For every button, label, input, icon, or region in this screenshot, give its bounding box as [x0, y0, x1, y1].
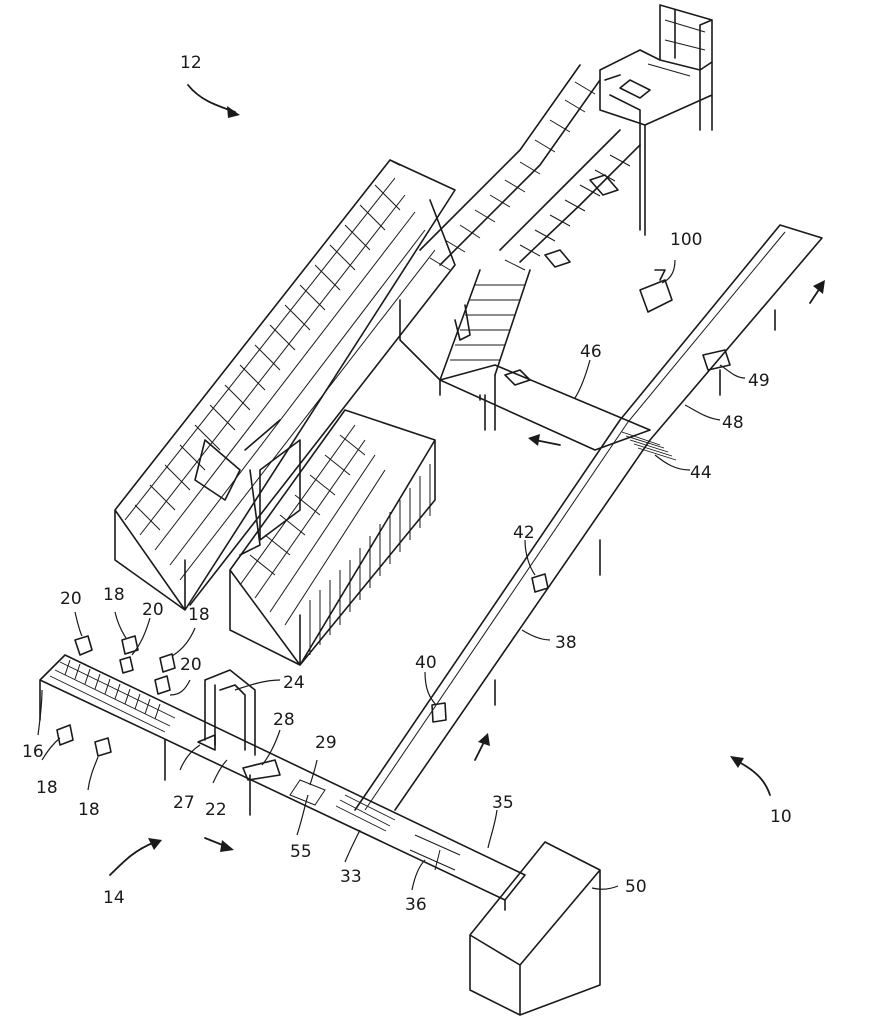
label-40: 40	[415, 653, 437, 673]
main-conveyor-38-48	[354, 224, 823, 811]
overhead-tower-frame	[599, 4, 713, 236]
label-18-d: 18	[78, 800, 100, 820]
label-49: 49	[748, 371, 770, 391]
label-18-a: 18	[103, 585, 125, 605]
label-27: 27	[173, 793, 195, 813]
collection-bin-50	[469, 841, 601, 1016]
label-48: 48	[722, 413, 744, 433]
scanner-arch-24	[204, 669, 256, 756]
storage-rack-lower	[229, 409, 436, 666]
label-42: 42	[513, 523, 535, 543]
label-50: 50	[625, 877, 647, 897]
transfer-zone-44	[621, 431, 677, 461]
label-28: 28	[273, 710, 295, 730]
packages	[56, 269, 731, 781]
label-100: 100	[670, 230, 702, 250]
label-44: 44	[690, 463, 712, 483]
label-22: 22	[205, 800, 227, 820]
flow-arrows	[109, 84, 825, 876]
storage-rack-upper	[114, 159, 456, 611]
label-36: 36	[405, 895, 427, 915]
label-18-b: 18	[188, 605, 210, 625]
label-38: 38	[555, 633, 577, 653]
reference-numerals: 12 100 46 49 48 44 42 38 40 10 35 50 36 …	[22, 53, 792, 915]
leader-lines	[37, 259, 746, 891]
label-14: 14	[103, 888, 125, 908]
infeed-conveyor-22-35	[39, 654, 526, 911]
label-20-c: 20	[180, 655, 202, 675]
label-18-c: 18	[36, 778, 58, 798]
label-20-b: 20	[142, 600, 164, 620]
label-24: 24	[283, 673, 305, 693]
conveyor-46	[439, 364, 651, 451]
label-12: 12	[180, 53, 202, 73]
label-10: 10	[770, 807, 792, 827]
label-29: 29	[315, 733, 337, 753]
upper-ladder-conveyor	[419, 64, 641, 271]
lower-ladder-conveyor	[399, 269, 531, 381]
label-20-a: 20	[60, 589, 82, 609]
label-35: 35	[492, 793, 514, 813]
label-16: 16	[22, 742, 44, 762]
label-55: 55	[290, 842, 312, 862]
label-46: 46	[580, 342, 602, 362]
label-33: 33	[340, 867, 362, 887]
